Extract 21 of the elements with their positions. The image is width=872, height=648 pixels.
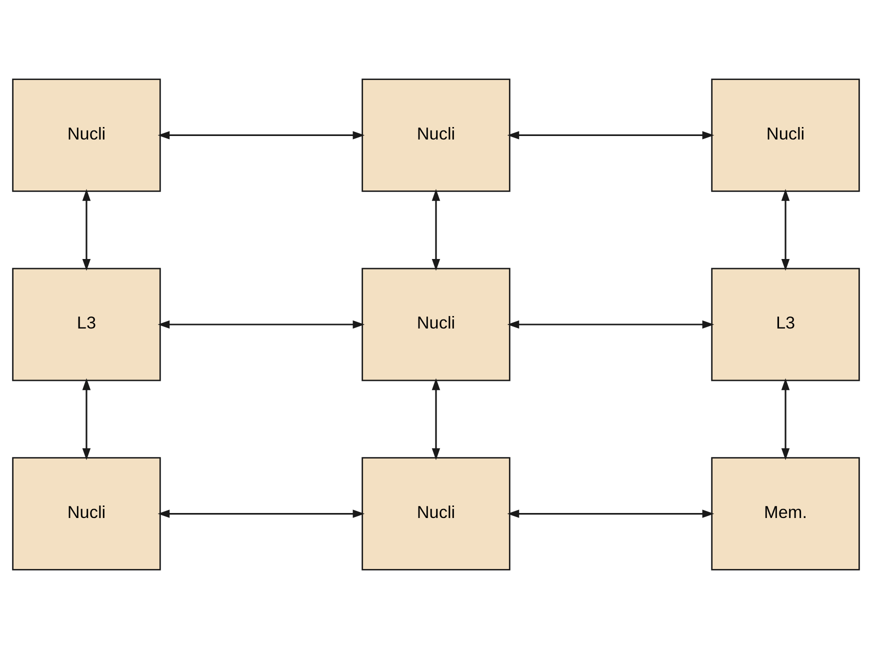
arrow [781,188,790,270]
arrow [158,130,365,139]
arrow [432,188,440,270]
arrow [507,130,714,139]
node-box: Nucli [12,456,161,570]
arrow [432,378,440,460]
node-box: Nucli [711,78,860,192]
node-box: Nucli [362,267,510,381]
arrow [158,320,365,328]
arrow [82,188,91,270]
node-box: L3 [711,267,860,381]
node-box: Nucli [12,78,161,192]
arrow [507,320,714,328]
node-box: Nucli [362,456,510,570]
arrow [82,378,91,460]
node-box: Mem. [711,456,860,570]
arrow [507,509,714,518]
arrow [158,509,365,518]
node-box: L3 [12,267,161,381]
arrow [781,378,790,460]
node-box: Nucli [362,78,510,192]
